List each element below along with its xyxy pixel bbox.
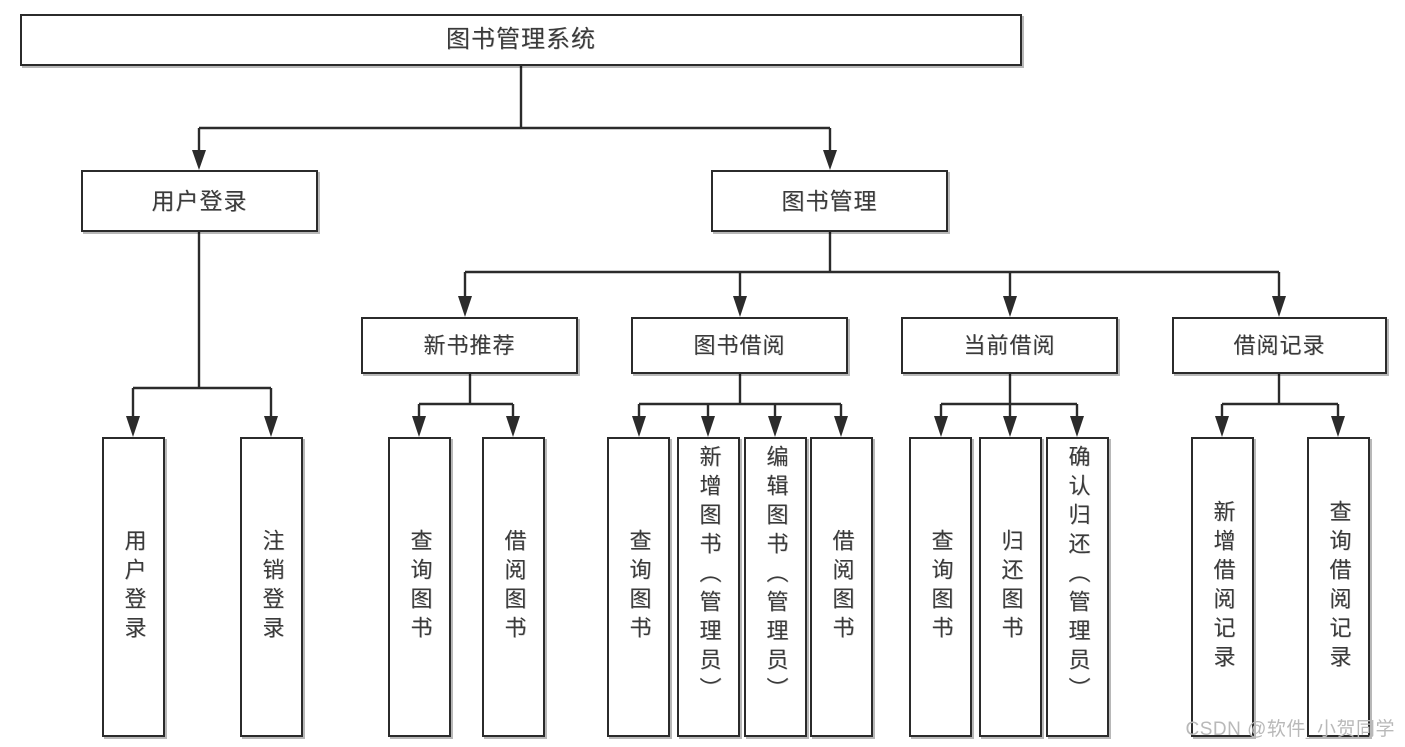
leaf-borrowrecord-add-record[interactable]: 新增借阅记录 [1191,437,1254,737]
leaf-newbook-borrow-book[interactable]: 借阅图书 [482,437,545,737]
leaf-borrowrecord-query-record[interactable]: 查询借阅记录 [1307,437,1370,737]
node-label: 图书管理系统 [446,26,596,54]
node-root-library-system[interactable]: 图书管理系统 [20,14,1022,66]
leaf-bookborrow-borrow-book[interactable]: 借阅图书 [810,437,873,737]
node-label: 新增借阅记录 [1210,500,1236,674]
node-label: 借阅图书 [829,529,855,645]
node-book-management[interactable]: 图书管理 [711,170,948,232]
node-label: 用户登录 [121,529,147,645]
node-label: 新增图书（管理员） [696,445,722,706]
leaf-bookborrow-query-book[interactable]: 查询图书 [607,437,670,737]
node-current-borrow[interactable]: 当前借阅 [901,317,1118,374]
connector-newbook-to-leaves [412,374,520,437]
leaf-user-login-signout[interactable]: 注销登录 [240,437,303,737]
node-label: 查询图书 [928,529,954,645]
leaf-bookborrow-add-book-admin[interactable]: 新增图书（管理员） [677,437,740,737]
leaf-currentborrow-confirm-return-admin[interactable]: 确认归还（管理员） [1046,437,1109,737]
node-label: 查询图书 [407,529,433,645]
node-label: 借阅图书 [501,529,527,645]
connector-root-to-level2 [192,66,837,170]
node-label: 注销登录 [259,529,285,645]
connector-userlogin-to-leaves [126,232,278,437]
node-label: 编辑图书（管理员） [763,445,789,706]
node-book-borrow[interactable]: 图书借阅 [631,317,848,374]
node-new-book-recommend[interactable]: 新书推荐 [361,317,578,374]
node-label: 用户登录 [151,187,248,214]
node-label: 归还图书 [998,529,1024,645]
leaf-newbook-query-book[interactable]: 查询图书 [388,437,451,737]
leaf-currentborrow-return-book[interactable]: 归还图书 [979,437,1042,737]
node-label: 借阅记录 [1233,332,1326,358]
node-label: 当前借阅 [963,332,1056,358]
node-user-login[interactable]: 用户登录 [81,170,318,232]
node-label: 确认归还（管理员） [1065,445,1091,706]
node-borrow-record[interactable]: 借阅记录 [1172,317,1387,374]
node-label: 查询借阅记录 [1326,500,1352,674]
node-label: 图书借阅 [693,332,786,358]
node-label: 新书推荐 [423,332,516,358]
connector-currentborrow-to-leaves [934,374,1084,437]
connector-bookborrow-to-leaves [632,374,848,437]
leaf-currentborrow-query-book[interactable]: 查询图书 [909,437,972,737]
connector-bookmgmt-to-level3 [458,232,1286,317]
connector-borrowrecord-to-leaves [1215,374,1345,437]
node-label: 查询图书 [626,529,652,645]
node-label: 图书管理 [781,187,878,214]
leaf-bookborrow-edit-book-admin[interactable]: 编辑图书（管理员） [744,437,807,737]
leaf-user-login-signin[interactable]: 用户登录 [102,437,165,737]
